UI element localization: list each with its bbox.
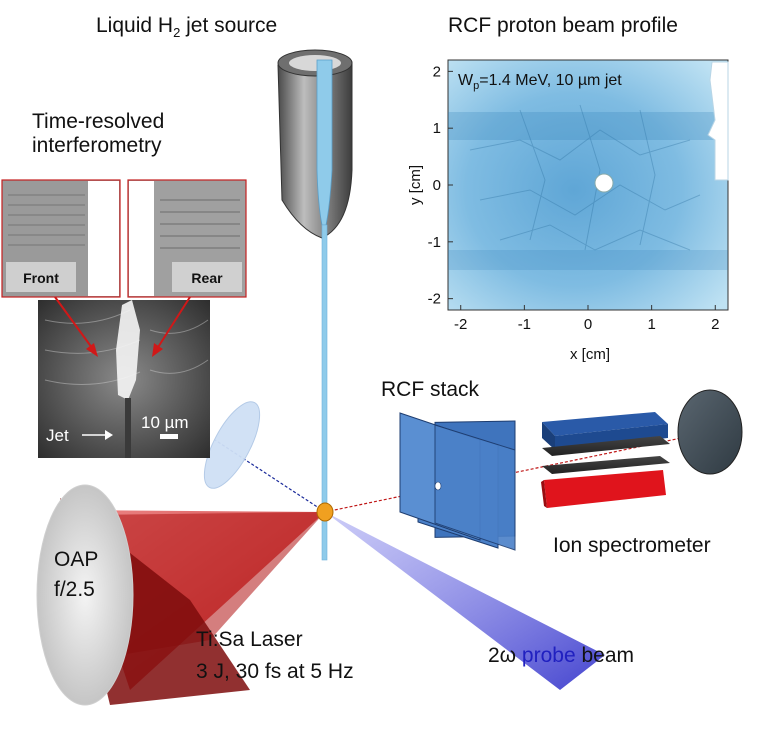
y-tick-label: -2 <box>428 291 441 308</box>
y-tick-label: -1 <box>428 234 441 251</box>
profile-annotation: Wp=1.4 MeV, 10 µm jet <box>458 72 622 92</box>
jet-nozzle <box>277 49 353 239</box>
x-tick-label: 1 <box>647 316 655 333</box>
x-tick-label: -1 <box>518 316 531 333</box>
x-tick-labels: -2 -1 0 1 2 <box>454 305 719 333</box>
laser-label: Ti:Sa Laser 3 J, 30 fs at 5 Hz <box>196 628 354 684</box>
target-spot <box>316 502 334 522</box>
y-tick-label: 1 <box>433 120 441 137</box>
rcf-profile-plot: Wp=1.4 MeV, 10 µm jet -2 -1 0 1 2 2 1 0 -1 -2 x … <box>407 59 729 363</box>
ion-spectrometer <box>541 412 670 508</box>
probe-path-dashed <box>214 439 326 513</box>
probe-beam-label: 2ω probe beam <box>488 644 635 667</box>
scale-bar <box>160 434 178 439</box>
ion-spectrometer-label: Ion spectrometer <box>553 534 711 557</box>
y-tick-labels: 2 1 0 -1 -2 <box>428 63 453 308</box>
rcf-stack-label: RCF stack <box>381 378 480 401</box>
front-arrow <box>54 296 96 353</box>
y-tick-label: 2 <box>433 63 441 80</box>
oap-label: OAP f/2.5 <box>54 548 99 602</box>
x-tick-label: -2 <box>454 316 467 333</box>
imaging-lens <box>203 401 261 489</box>
probe-word: probe <box>521 644 576 667</box>
rcf-stack <box>399 412 516 551</box>
y-axis-label: y [cm] <box>407 165 424 205</box>
y-tick-label: 0 <box>433 177 441 194</box>
interferometry-panel: Front Rear Jet 10 µm <box>1 179 247 458</box>
oap-mirror <box>36 484 134 706</box>
detector-disk <box>677 389 743 475</box>
x-tick-label: 0 <box>584 316 592 333</box>
jet-label: Jet <box>46 426 69 445</box>
rear-arrow <box>154 296 191 353</box>
rear-label: Rear <box>191 270 223 286</box>
x-axis-label: x [cm] <box>570 346 610 363</box>
rcf-profile-title: RCF proton beam profile <box>448 14 678 37</box>
scale-bar-label: 10 µm <box>141 413 189 432</box>
liquid-jet <box>321 224 328 561</box>
probe-beam <box>325 512 605 690</box>
front-label: Front <box>23 270 59 286</box>
interferometry-title: Time-resolved interferometry <box>32 110 165 158</box>
x-tick-label: 2 <box>711 316 719 333</box>
jet-source-label: Liquid H2 jet source <box>96 14 278 41</box>
